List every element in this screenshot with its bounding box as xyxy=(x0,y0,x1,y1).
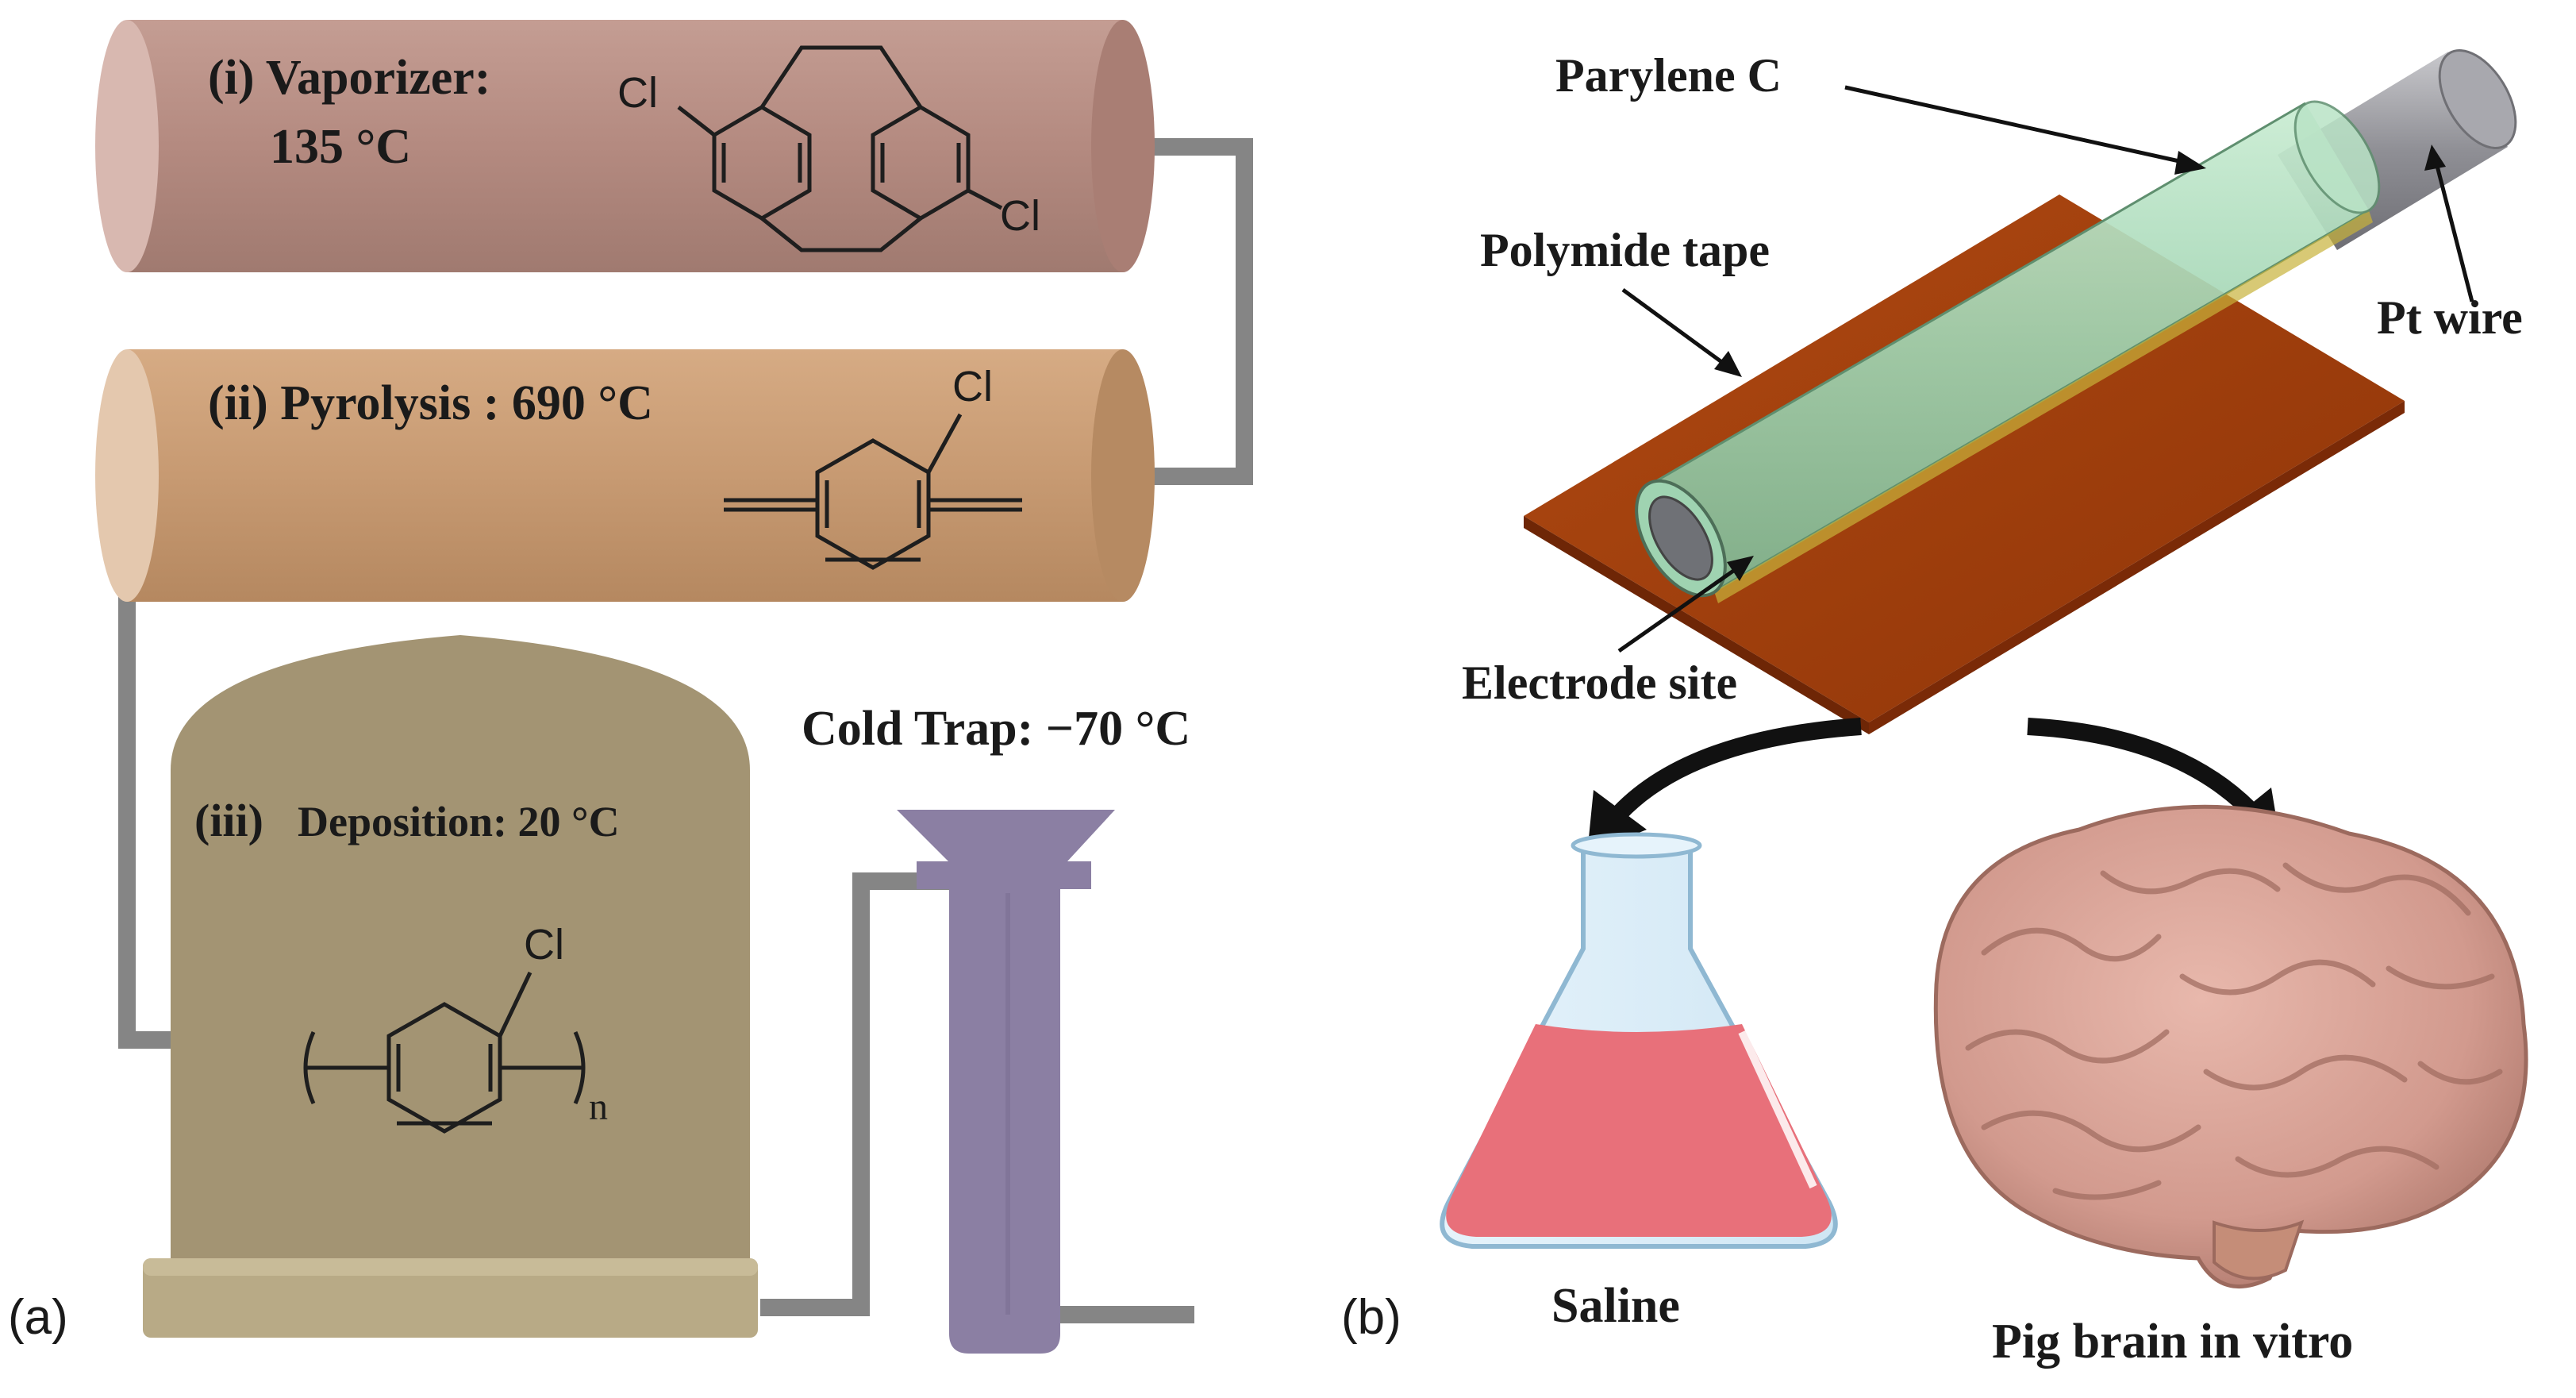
deposition-prefix: (iii) xyxy=(194,795,263,846)
dimer-structure xyxy=(677,45,1003,252)
label-electrode: Electrode site xyxy=(1462,657,1737,709)
monomer-structure xyxy=(724,413,1022,570)
deposition-chamber xyxy=(143,635,758,1338)
polymer-repeat-n: n xyxy=(589,1086,608,1128)
monomer-cl: Cl xyxy=(952,363,993,410)
saline-flask xyxy=(1440,832,1838,1249)
label-polymide: Polymide tape xyxy=(1480,224,1770,276)
label-pt-wire: Pt wire xyxy=(2377,291,2523,344)
tape-edge xyxy=(1524,516,1869,734)
annotation-arrows xyxy=(1617,85,2474,653)
panel-b-label: (b) xyxy=(1341,1290,1401,1345)
polymer-structure xyxy=(303,971,586,1134)
pig-brain xyxy=(1933,804,2528,1289)
vaporizer-title: (i) Vaporizer: xyxy=(208,51,490,105)
panel-a: (i) Vaporizer: 135 °C Cl Cl (ii) Pyrolys… xyxy=(8,20,1253,1354)
deposition-title: Deposition: 20 °C xyxy=(298,798,620,845)
dimer-cl-right: Cl xyxy=(1000,192,1040,240)
cold-trap-title: Cold Trap: −70 °C xyxy=(802,702,1190,756)
dimer-cl-left: Cl xyxy=(617,69,658,117)
polymer-cl: Cl xyxy=(524,921,564,969)
pyrolysis-title: (ii) Pyrolysis : 690 °C xyxy=(208,376,653,430)
label-brain: Pig brain in vitro xyxy=(1992,1315,2353,1369)
panel-b: Parylene C Polymide tape Pt wire Electro… xyxy=(1341,49,2528,1369)
vaporizer-temp: 135 °C xyxy=(270,120,411,174)
panel-a-label: (a) xyxy=(8,1290,68,1345)
tape-edge-right xyxy=(1869,401,2405,734)
label-saline: Saline xyxy=(1551,1279,1680,1333)
cold-trap xyxy=(897,810,1115,1354)
label-parylene: Parylene C xyxy=(1555,49,1782,102)
electrode-site xyxy=(1635,479,1727,598)
pyrolysis-cylinder xyxy=(95,349,1155,602)
